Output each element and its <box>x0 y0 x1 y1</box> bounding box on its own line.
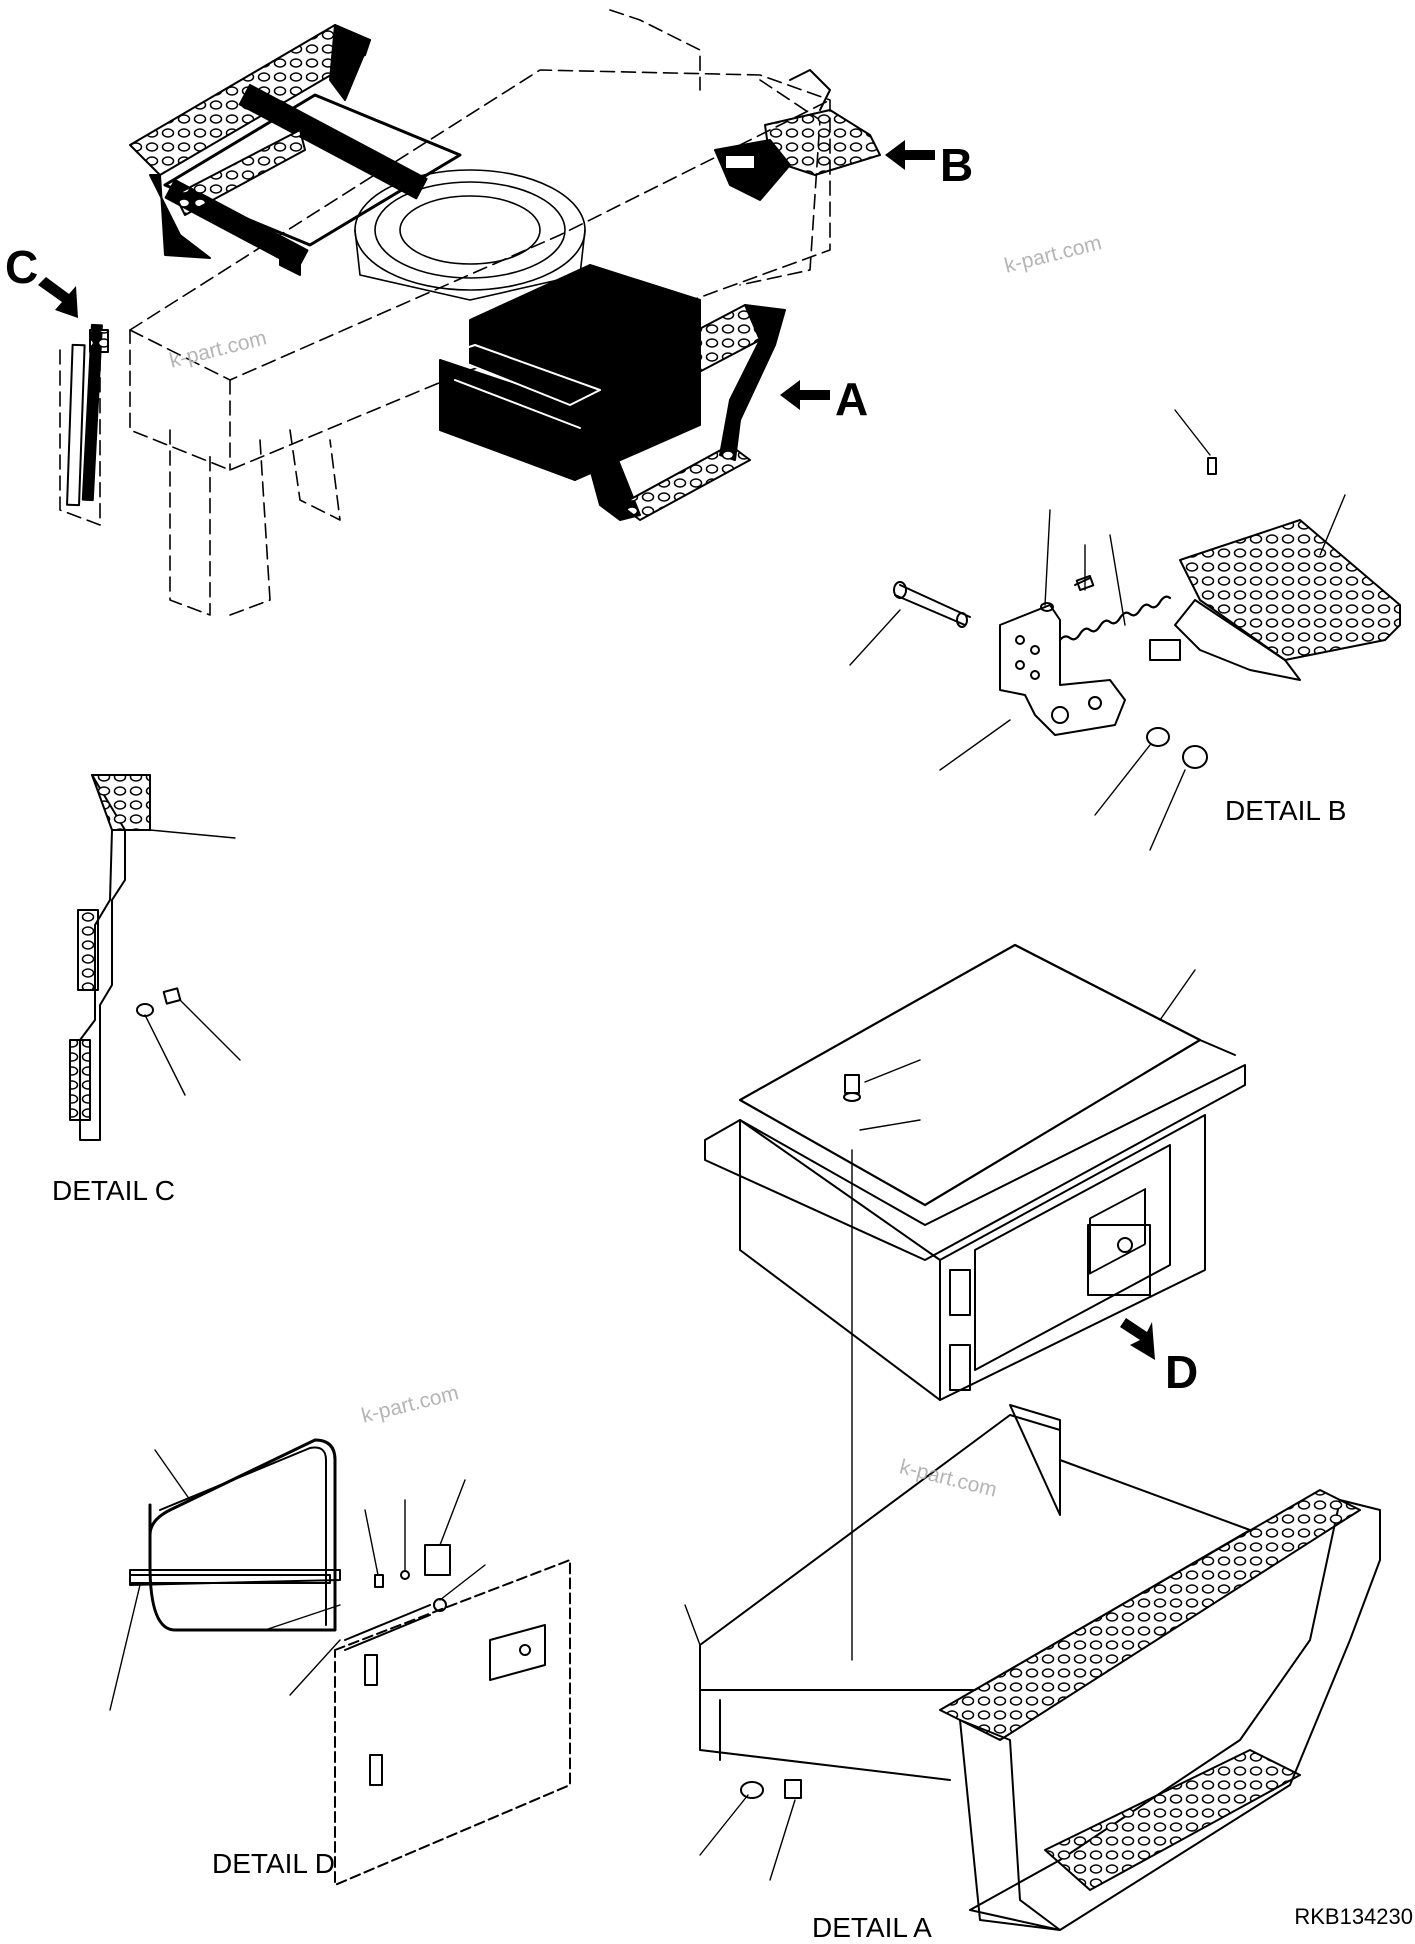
arrow-a-icon <box>780 380 830 410</box>
callout-a-label: A <box>835 373 869 425</box>
main-assembly <box>38 9 1155 1360</box>
drawing-code: RKB134230 <box>1294 1904 1413 1929</box>
arrow-d-icon <box>1120 1318 1155 1360</box>
detail-a-label: DETAIL A <box>812 1912 932 1943</box>
step-plate-b <box>714 69 881 201</box>
detail-c-label: DETAIL C <box>52 1175 175 1206</box>
detail-a-drawing <box>684 943 1381 1931</box>
detail-b-label: DETAIL B <box>1225 795 1347 826</box>
callout-d-label: D <box>1165 1346 1199 1398</box>
step-top-left <box>129 24 462 276</box>
detail-d-label: DETAIL D <box>212 1848 335 1879</box>
detail-d-drawing <box>109 1438 571 1886</box>
swing-circle <box>354 169 586 301</box>
toolbox-main <box>439 264 701 481</box>
arrow-b-icon <box>885 140 935 170</box>
arrow-c-icon <box>38 277 78 318</box>
detail-c-drawing <box>69 774 241 1141</box>
handrail-c <box>66 323 109 507</box>
chassis-frame <box>59 9 831 616</box>
detail-b-drawing <box>849 409 1401 851</box>
callout-c-label: C <box>5 241 39 293</box>
callout-b-label: B <box>940 139 974 191</box>
callout-arrows <box>38 140 1155 1360</box>
